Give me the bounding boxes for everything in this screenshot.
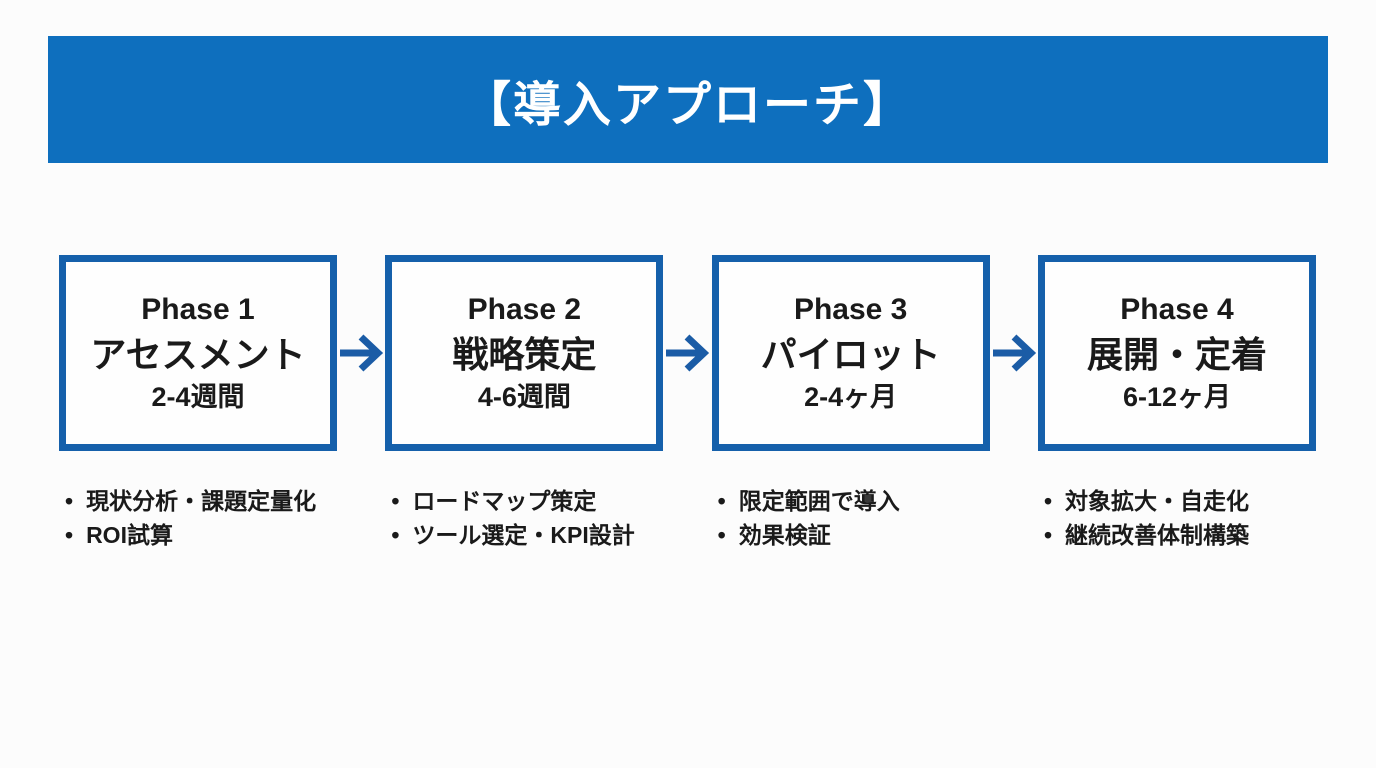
bullet-dot-icon: • xyxy=(1043,488,1053,514)
arrow-cell xyxy=(663,255,711,451)
bullet-dot-icon: • xyxy=(717,488,726,514)
bullet-dot-icon: • xyxy=(717,522,726,548)
bullet-dot-icon: • xyxy=(65,522,74,548)
phase-4-bullets: • 対象拡大・自走化 • 継続改善体制構築 xyxy=(1038,480,1316,552)
bullet-item: • 継続改善体制構築 xyxy=(1044,518,1316,552)
arrow-cell xyxy=(990,255,1038,451)
bullet-item: • 対象拡大・自走化 xyxy=(1044,484,1316,518)
phase-bullets-row: • 現状分析・課題定量化 • ROI試算 • ロードマップ策定 • ツール選定・… xyxy=(59,480,1316,552)
bullet-text: 効果検証 xyxy=(738,522,831,548)
bullet-text: ロードマップ策定 xyxy=(412,488,597,514)
bullet-text: 限定範囲で導入 xyxy=(738,488,900,514)
bullet-item: • 効果検証 xyxy=(718,518,990,552)
bullet-text: 対象拡大・自走化 xyxy=(1065,488,1250,514)
bullet-dot-icon: • xyxy=(65,488,74,514)
right-arrow-icon xyxy=(992,334,1036,372)
bullet-item: • ロードマップ策定 xyxy=(391,484,663,518)
phase-flow: Phase 1 アセスメント 2-4週間 Phase 2 戦略策定 4-6週間 … xyxy=(59,255,1316,451)
bullet-text: ツール選定・KPI設計 xyxy=(412,522,635,548)
phase-name: Phase 4 xyxy=(1120,293,1234,327)
bullet-item: • 限定範囲で導入 xyxy=(718,484,990,518)
right-arrow-icon xyxy=(340,334,384,372)
phase-box-4: Phase 4 展開・定着 6-12ヶ月 xyxy=(1037,255,1316,451)
bullet-item: • ツール選定・KPI設計 xyxy=(391,518,663,552)
slide-title: 【導入アプローチ】 xyxy=(462,78,913,132)
bullet-text: 現状分析・課題定量化 xyxy=(86,488,317,514)
bullet-dot-icon: • xyxy=(391,522,400,548)
phase-duration: 2-4ヶ月 xyxy=(804,382,898,413)
phase-3-bullets: • 限定範囲で導入 • 効果検証 xyxy=(712,480,990,552)
phase-duration: 6-12ヶ月 xyxy=(1122,382,1231,413)
phase-duration: 2-4週間 xyxy=(151,382,245,413)
right-arrow-icon xyxy=(666,334,710,372)
phase-title: アセスメント xyxy=(90,334,306,376)
bullet-text: 継続改善体制構築 xyxy=(1065,522,1250,548)
bullet-dot-icon: • xyxy=(1043,522,1053,548)
arrow-cell xyxy=(337,255,385,451)
bullet-text: ROI試算 xyxy=(86,522,173,548)
phase-box-1: Phase 1 アセスメント 2-4週間 xyxy=(59,255,337,451)
phase-title: 展開・定着 xyxy=(1086,334,1267,376)
bullet-item: • ROI試算 xyxy=(65,518,337,552)
phase-name: Phase 3 xyxy=(793,293,908,327)
phase-title: 戦略策定 xyxy=(452,334,597,376)
bullet-dot-icon: • xyxy=(391,488,400,514)
phase-name: Phase 2 xyxy=(467,293,582,327)
phase-box-2: Phase 2 戦略策定 4-6週間 xyxy=(385,255,664,451)
bullet-item: • 現状分析・課題定量化 xyxy=(65,484,337,518)
title-banner: 【導入アプローチ】 xyxy=(48,36,1328,163)
phase-duration: 4-6週間 xyxy=(477,382,571,413)
phase-title: パイロット xyxy=(760,334,941,376)
phase-1-bullets: • 現状分析・課題定量化 • ROI試算 xyxy=(59,480,337,552)
phase-2-bullets: • ロードマップ策定 • ツール選定・KPI設計 xyxy=(385,480,663,552)
phase-name: Phase 1 xyxy=(141,293,255,327)
phase-box-3: Phase 3 パイロット 2-4ヶ月 xyxy=(711,255,990,451)
